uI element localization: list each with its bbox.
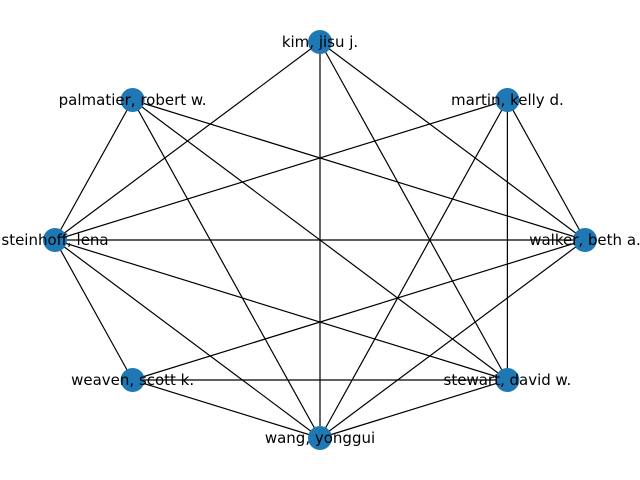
node-label-weaven: weaven, scott k. — [71, 371, 194, 389]
edge-palmatier-wang — [132, 99, 321, 439]
nodes-layer — [43, 30, 597, 450]
edge-steinhoff-stewart — [54, 239, 508, 381]
edge-kim-stewart — [319, 41, 508, 381]
node-label-stewart: stewart, david w. — [444, 371, 572, 389]
node-label-kim: kim, jisu j. — [282, 33, 358, 51]
edge-martin-walker — [506, 99, 586, 241]
node-stewart — [495, 368, 520, 393]
node-weaven — [120, 368, 145, 393]
node-label-martin: martin, kelly d. — [451, 91, 564, 109]
edge-martin-wang — [319, 99, 508, 439]
edge-kim-walker — [319, 41, 586, 241]
edge-palmatier-steinhoff — [54, 99, 134, 241]
node-wang — [308, 426, 332, 450]
node-kim — [308, 30, 332, 54]
edge-weaven-wang — [132, 379, 321, 439]
node-label-wang: wang, yonggui — [265, 429, 375, 447]
node-label-walker: walker, beth a. — [529, 231, 640, 249]
edge-steinhoff-wang — [54, 239, 321, 439]
node-label-steinhoff: steinhoff, lena — [1, 231, 108, 249]
edge-walker-wang — [319, 239, 586, 439]
node-label-palmatier: palmatier, robert w. — [59, 91, 207, 109]
edge-stewart-wang — [319, 379, 508, 439]
node-walker — [573, 228, 597, 252]
node-palmatier — [120, 87, 145, 112]
edge-steinhoff-weaven — [54, 239, 134, 381]
edges-layer — [54, 41, 586, 439]
node-steinhoff — [43, 228, 67, 252]
labels-layer: kim, jisu j. martin, kelly d. walker, beth… — [1, 33, 640, 447]
edge-palmatier-walker — [132, 99, 586, 241]
edge-martin-steinhoff — [54, 99, 508, 241]
edge-walker-weaven — [132, 239, 586, 381]
node-martin — [495, 87, 520, 112]
